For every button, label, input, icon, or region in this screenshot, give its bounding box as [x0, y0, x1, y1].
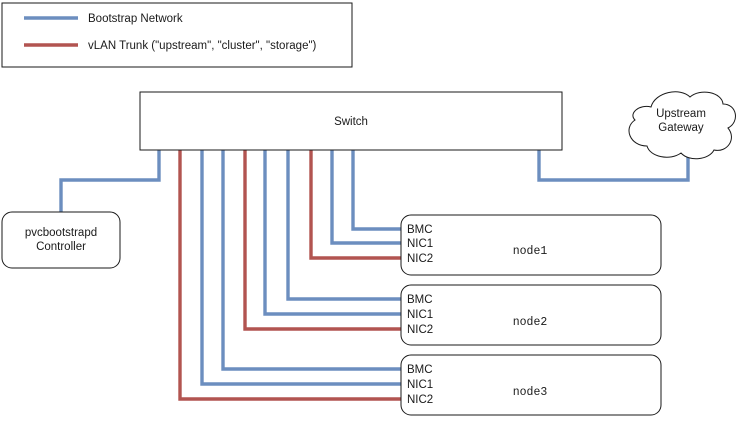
- server-node-node2[interactable]: BMC NIC1 NIC2 node2: [400, 284, 662, 346]
- node2-port-label-bmc: BMC: [407, 294, 433, 306]
- link-switch-to-node1-nic2: [309, 150, 404, 260]
- node2-port-label-nic1: NIC1: [407, 309, 433, 321]
- link-switch-to-node2-nic2: [243, 150, 404, 331]
- node2-port-label-nic2: NIC2: [407, 324, 433, 336]
- controller-node[interactable]: pvcbootstrapd Controller: [1, 211, 121, 269]
- node1-box[interactable]: [400, 214, 662, 276]
- node3-box[interactable]: [400, 354, 662, 416]
- node3-port-label-bmc: BMC: [407, 364, 433, 376]
- link-switch-to-node1-nic1: [330, 150, 404, 245]
- server-node-node3[interactable]: BMC NIC1 NIC2 node3: [400, 354, 662, 416]
- gateway-label-line2: Gateway: [658, 122, 704, 134]
- link-switch-to-gateway: [537, 150, 690, 182]
- legend: Bootstrap Network vLAN Trunk ("upstream"…: [1, 2, 353, 68]
- link-switch-to-node3-nic2: [178, 150, 404, 401]
- link-switch-to-controller: [59, 150, 161, 212]
- link-switch-to-node2-nic1: [263, 150, 404, 316]
- gateway-node[interactable]: Upstream Gateway: [628, 91, 736, 160]
- switch-node[interactable]: Switch: [139, 91, 563, 151]
- controller-box[interactable]: [1, 211, 121, 269]
- legend-label-vlan-trunk: vLAN Trunk ("upstream", "cluster", "stor…: [88, 40, 317, 52]
- node3-port-label-nic1: NIC1: [407, 379, 433, 391]
- controller-label-line2: Controller: [36, 241, 86, 253]
- link-switch-to-node1-bmc: [351, 150, 404, 231]
- node3-port-label-nic2: NIC2: [407, 394, 433, 406]
- node2-name-label: node2: [513, 316, 548, 329]
- gateway-label-line1: Upstream: [656, 108, 706, 120]
- link-switch-to-node3-nic1: [200, 150, 404, 386]
- server-node-node1[interactable]: BMC NIC1 NIC2 node1: [400, 214, 662, 276]
- node1-name-label: node1: [513, 245, 548, 258]
- switch-label: Switch: [334, 116, 368, 128]
- switch-box[interactable]: [139, 91, 563, 151]
- node1-port-label-nic2: NIC2: [407, 253, 433, 265]
- link-switch-to-node2-bmc: [286, 150, 404, 301]
- node3-name-label: node3: [513, 386, 548, 399]
- node1-port-label-bmc: BMC: [407, 224, 433, 236]
- gateway-cloud-shape[interactable]: [628, 91, 736, 160]
- node2-box[interactable]: [400, 284, 662, 346]
- controller-label-line1: pvcbootstrapd: [25, 227, 97, 239]
- legend-label-bootstrap-network: Bootstrap Network: [88, 13, 183, 25]
- link-switch-to-node3-bmc: [221, 150, 404, 371]
- legend-border: [1, 2, 353, 68]
- node1-port-label-nic1: NIC1: [407, 238, 433, 250]
